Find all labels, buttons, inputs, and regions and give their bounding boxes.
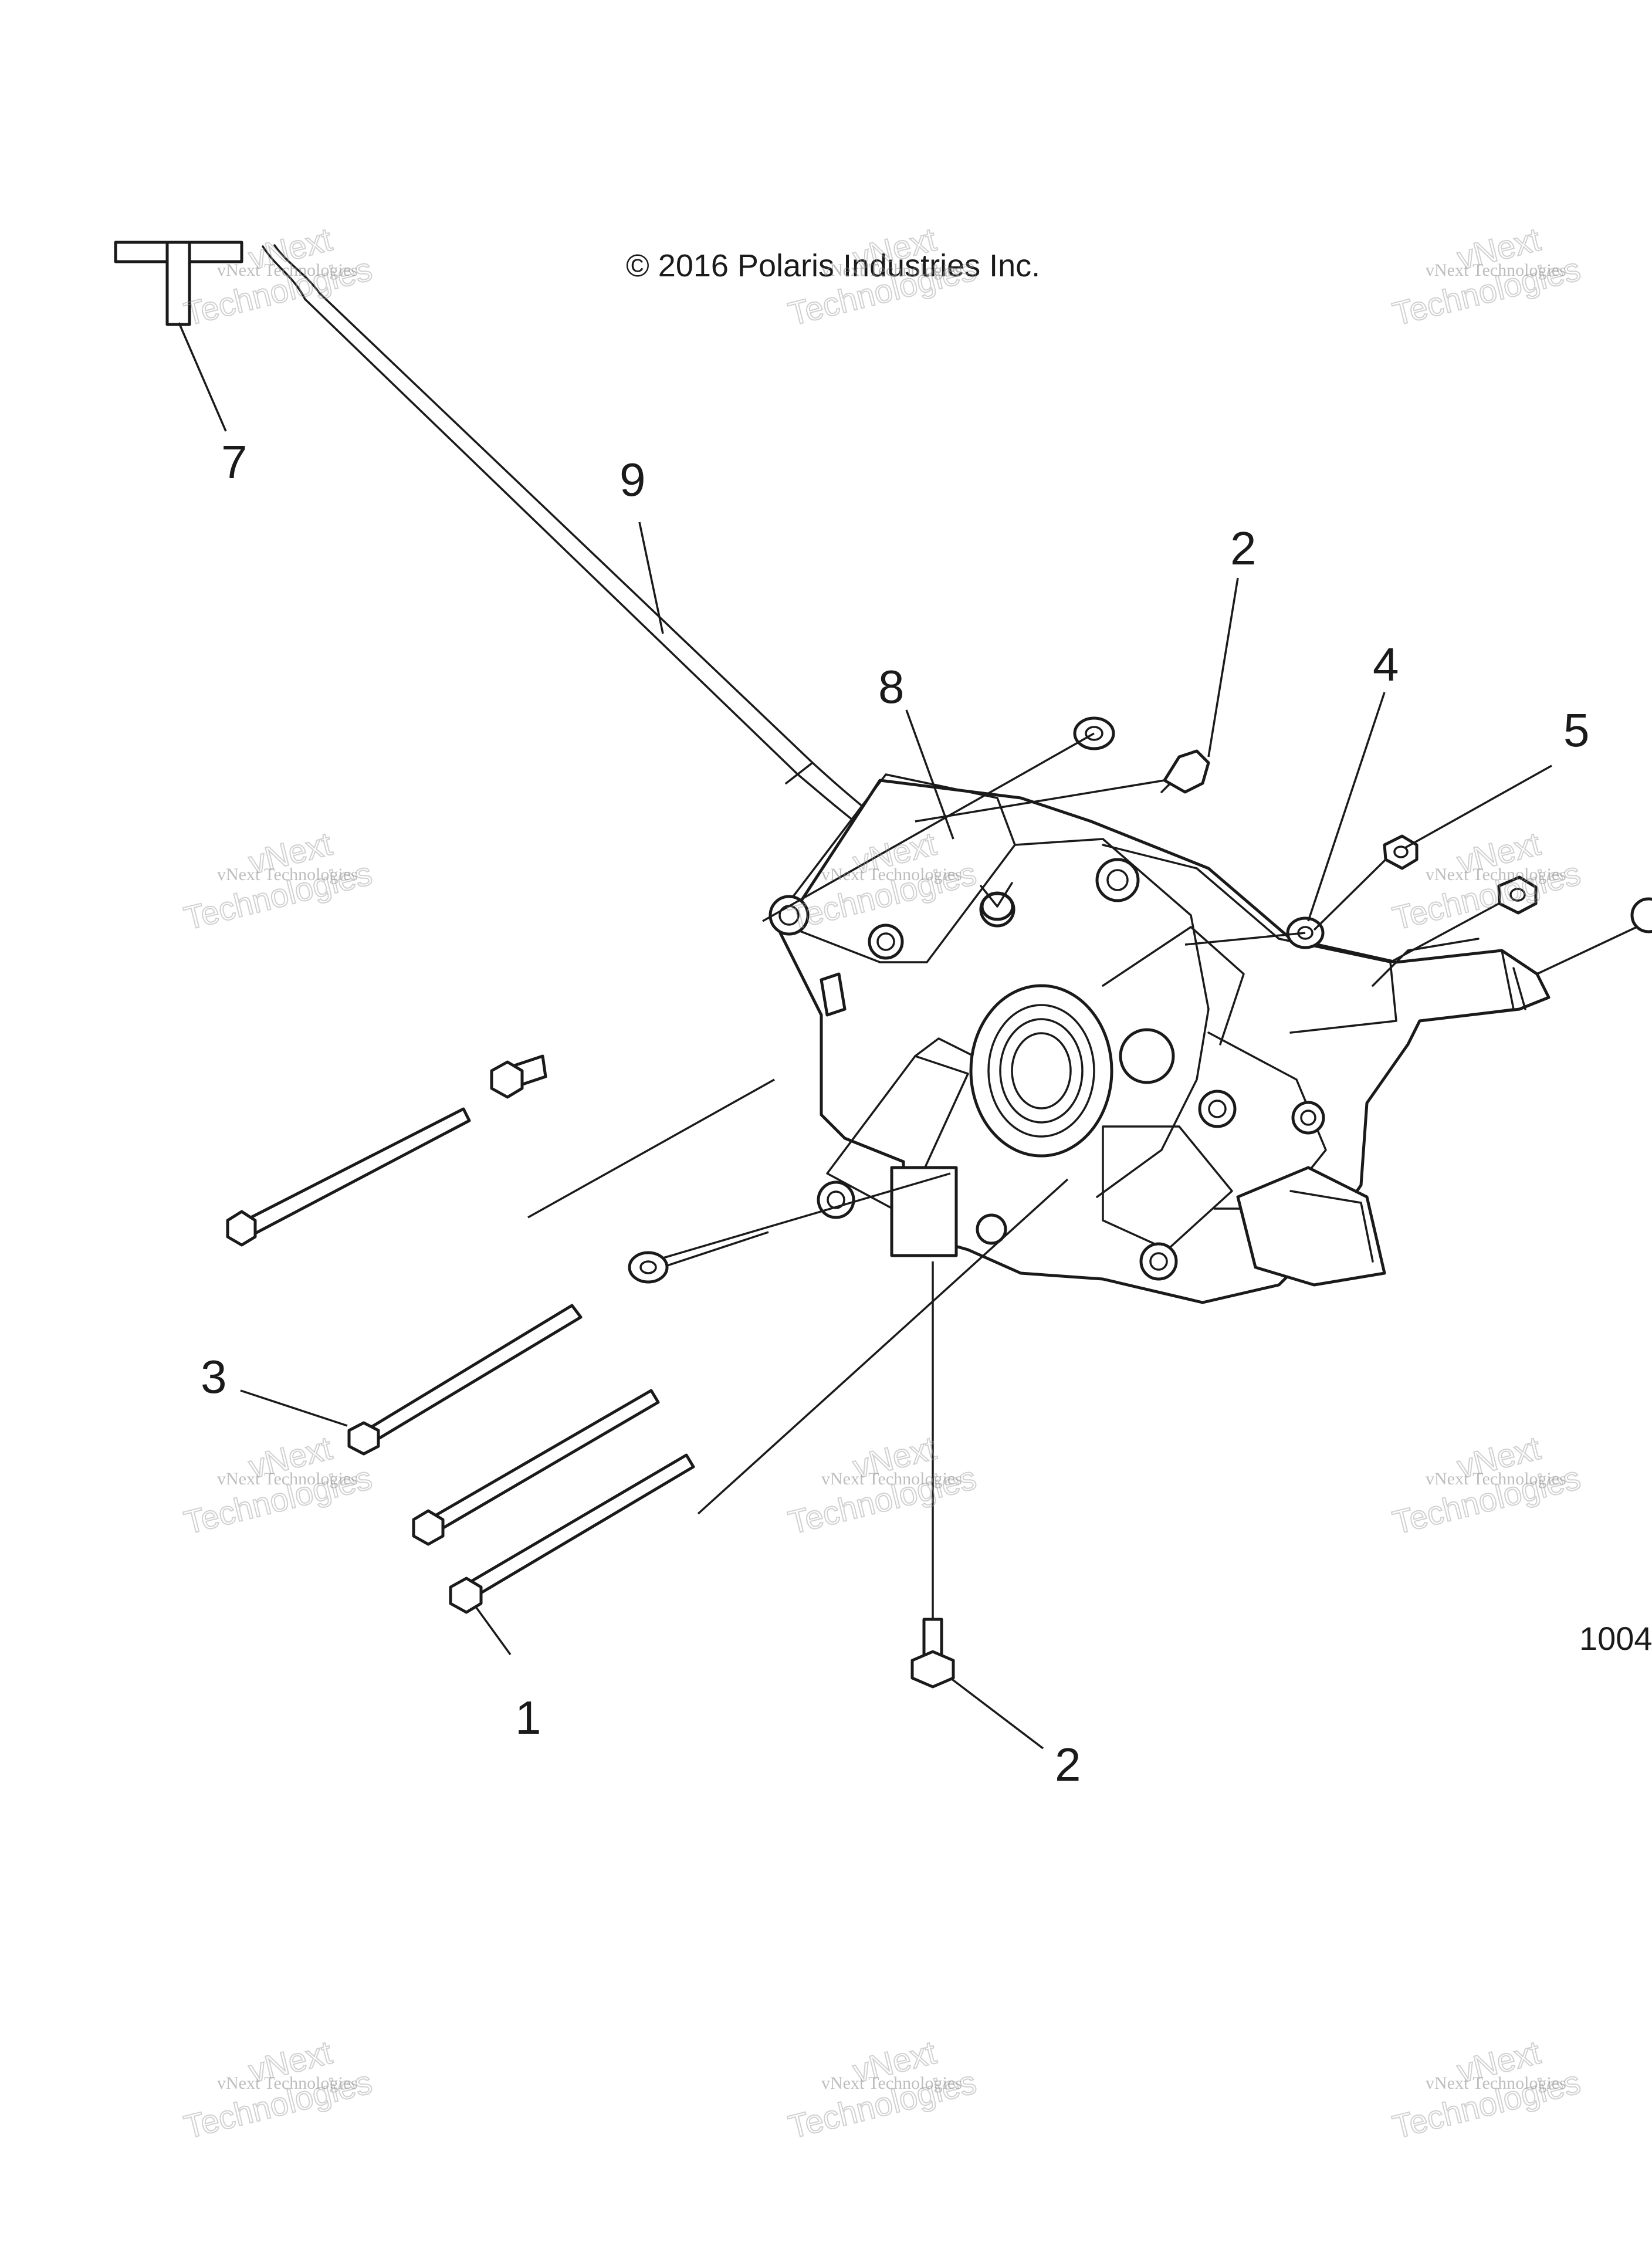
part-1-bolt <box>449 1453 695 1614</box>
watermark-text: vNext Technologies <box>821 2073 962 2093</box>
watermark-text: vNext Technologies <box>217 865 358 884</box>
part-5-nut <box>1383 834 1419 870</box>
watermark-text: vNext Technologies <box>1426 865 1566 884</box>
watermark-text: vNext Technologies <box>821 1469 962 1489</box>
watermark-text: vNext Technologies <box>217 1469 358 1489</box>
figure-number: 1004 <box>1579 1620 1652 1657</box>
callout-2-upper: 2 <box>1230 522 1257 574</box>
copyright-text: © 2016 Polaris Industries Inc. <box>626 248 1040 283</box>
watermark-text: vNext Technologies <box>821 865 962 884</box>
callout-4: 4 <box>1373 638 1399 691</box>
callout-7: 7 <box>221 436 248 488</box>
long-bolt-1 <box>226 1107 471 1247</box>
callout-1: 1 <box>515 1692 541 1744</box>
callout-3: 3 <box>201 1351 227 1403</box>
watermark-text: vNext Technologies <box>217 261 358 280</box>
part-2-lower-bolt <box>910 1618 955 1689</box>
callout-labels: 7 9 2 8 4 5 3 1 2 <box>201 436 1590 1791</box>
short-bolt-left <box>490 1054 547 1099</box>
part-7-tag <box>114 241 243 326</box>
part-9-cable <box>262 244 975 893</box>
washer-left <box>628 1251 669 1284</box>
callout-9: 9 <box>620 454 646 506</box>
axis-lines <box>527 732 1637 1619</box>
gearcase-housing <box>769 773 1551 1304</box>
watermark-text: vNext Technologies <box>1426 1469 1566 1489</box>
callout-8: 8 <box>878 661 905 713</box>
watermark-text: vNext Technologies <box>1426 261 1566 280</box>
watermark-text: vNext Technologies <box>821 261 962 280</box>
long-bolt-middle <box>412 1389 660 1546</box>
part-3-bolt <box>347 1304 583 1456</box>
callout-2-lower: 2 <box>1055 1738 1081 1791</box>
nut-right <box>1497 875 1538 915</box>
watermark-text: vNext Technologies <box>1426 2073 1566 2093</box>
washer-right-edge <box>1630 897 1652 933</box>
watermark-text: vNext Technologies <box>217 2073 358 2093</box>
callout-5: 5 <box>1563 704 1590 756</box>
part-8-fitting <box>980 882 1014 921</box>
callout-leaders <box>178 322 1552 1750</box>
part-2-upper-bolt <box>1160 749 1210 794</box>
